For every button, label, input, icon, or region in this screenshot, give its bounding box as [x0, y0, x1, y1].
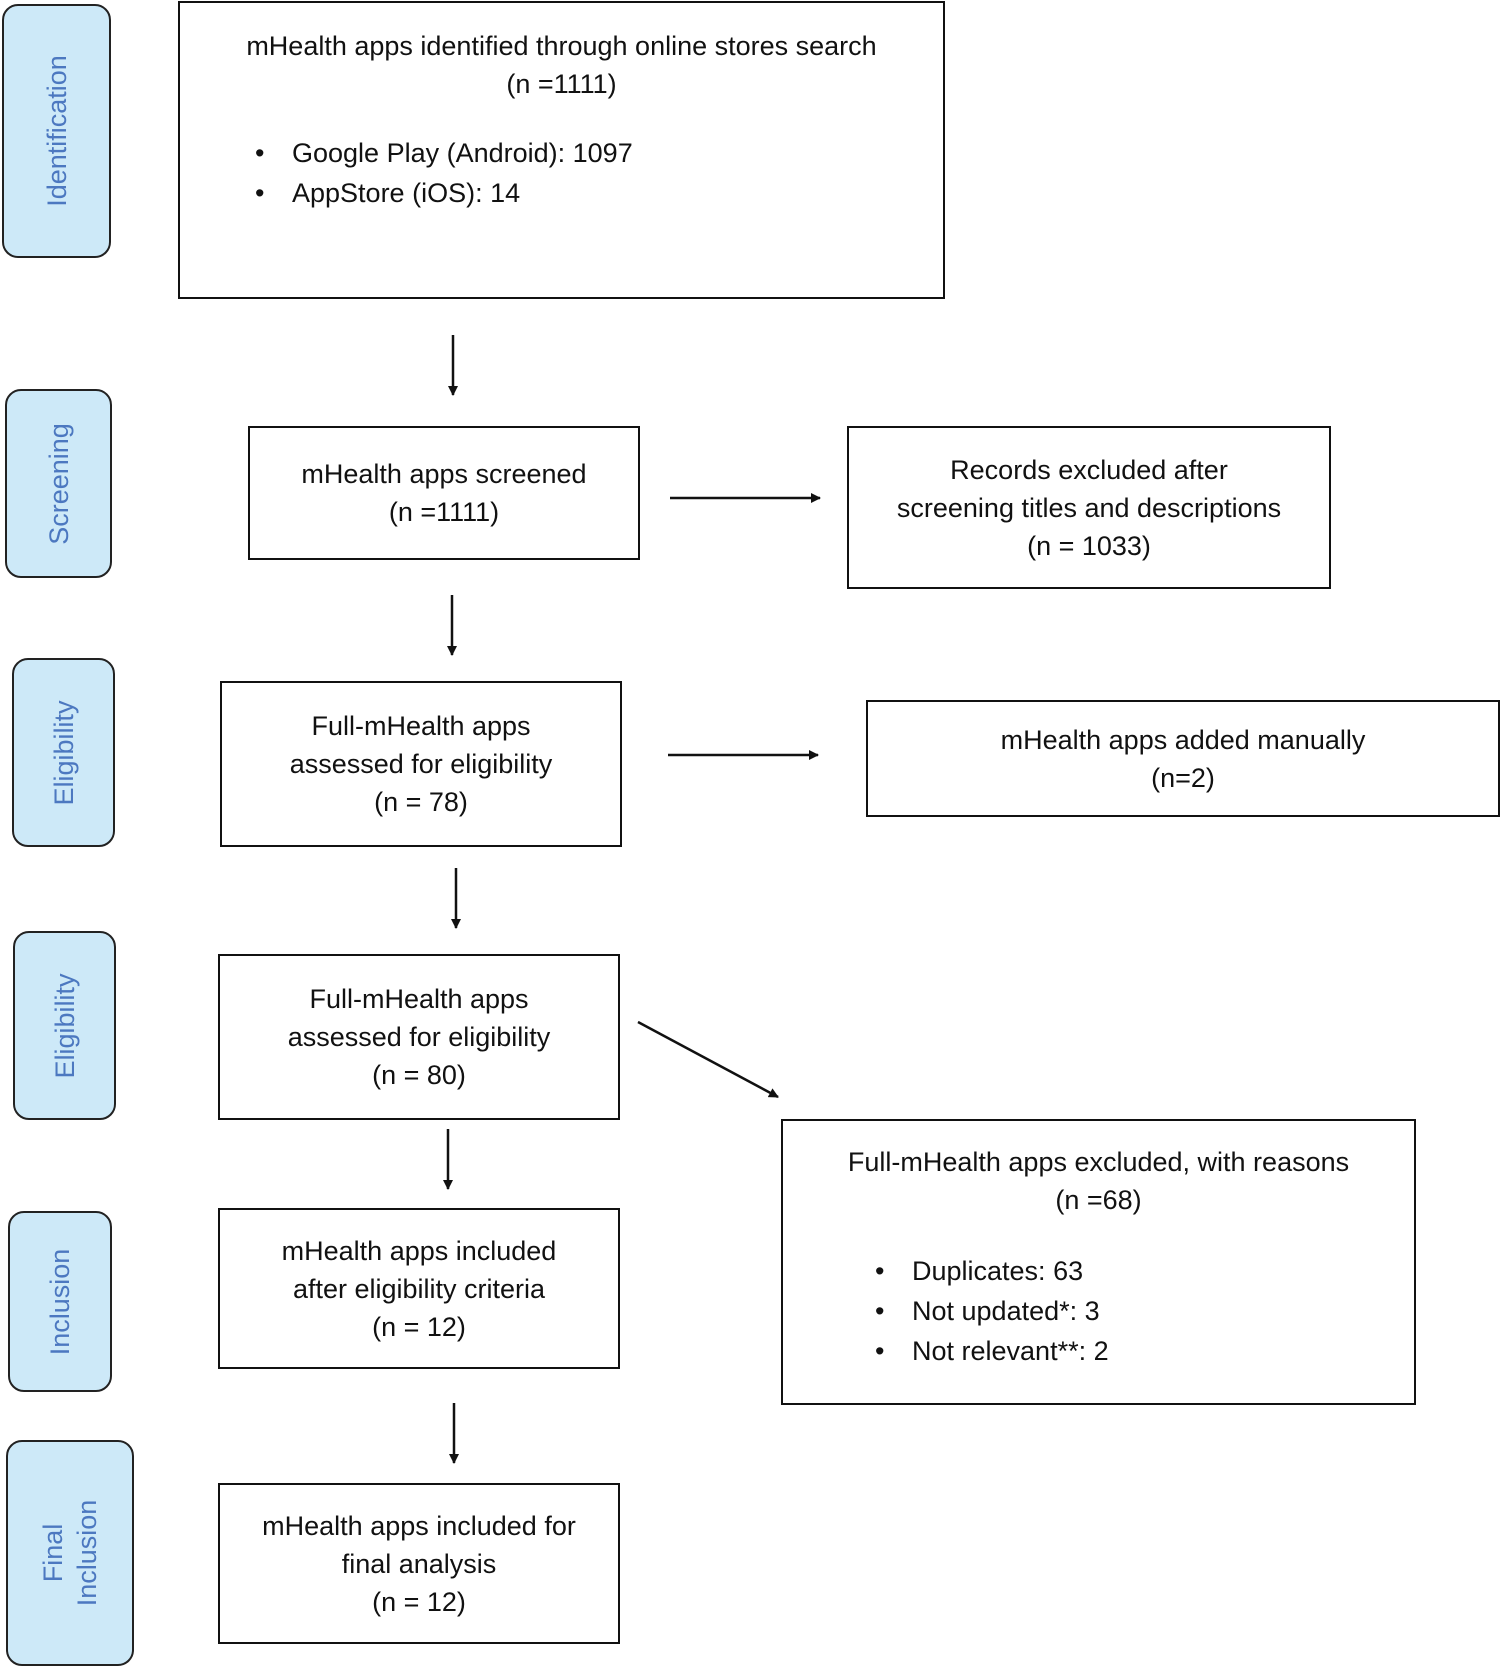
phase-label: Inclusion [45, 1248, 75, 1355]
list-item: Not updated*: 3 [875, 1291, 1109, 1331]
box-line: after eligibility criteria [292, 1273, 546, 1304]
box-count: (n = 1033) [1027, 530, 1151, 561]
box-line: final analysis [341, 1548, 497, 1579]
phase-inclusion: Inclusion [8, 1211, 112, 1392]
phase-eligibility-2: Eligibility [13, 931, 116, 1120]
box-count: (n = 12) [372, 1311, 466, 1342]
box-line: Full-mHealth apps [311, 711, 531, 741]
phase-eligibility-1: Eligibility [12, 658, 115, 847]
box-excluded-reasons: Full-mHealth apps excluded, with reasons… [781, 1119, 1416, 1405]
phase-label: Eligibility [49, 972, 80, 1079]
source-list: Google Play (Android): 1097 AppStore (iO… [255, 133, 633, 213]
box-line: mHealth apps screened [301, 459, 587, 489]
box-line: Full-mHealth apps [309, 984, 529, 1014]
box-assessed-80: Full-mHealth apps assessed for eligibili… [218, 954, 620, 1120]
phase-identification: Identification [2, 4, 111, 258]
box-line: assessed for eligibility [287, 1022, 551, 1052]
box-line: assessed for eligibility [289, 749, 553, 779]
box-final: mHealth apps included for final analysis… [218, 1483, 620, 1644]
box-title: mHealth apps identified through online s… [246, 31, 877, 61]
box-screened: mHealth apps screened (n =1111) [248, 426, 640, 560]
box-count: (n = 78) [374, 787, 468, 817]
box-count: (n =68) [1055, 1185, 1142, 1215]
box-count: (n = 12) [372, 1586, 466, 1617]
reason-list: Duplicates: 63 Not updated*: 3 Not relev… [875, 1251, 1109, 1371]
phase-label: Identification [41, 55, 72, 207]
box-line: Records excluded after [950, 454, 1228, 485]
box-title: Full-mHealth apps excluded, with reasons [847, 1147, 1350, 1177]
list-item: Not relevant**: 2 [875, 1331, 1109, 1371]
box-count: (n=2) [1151, 762, 1215, 793]
box-line: mHealth apps included for [262, 1510, 576, 1541]
box-count: (n =1111) [506, 69, 617, 99]
list-item: Duplicates: 63 [875, 1251, 1109, 1291]
box-included: mHealth apps included after eligibility … [218, 1208, 620, 1369]
phase-label-line2: Inclusion [72, 1499, 102, 1607]
box-count: (n = 80) [372, 1060, 466, 1090]
box-added-manually: mHealth apps added manually (n=2) [866, 700, 1500, 817]
box-assessed-78: Full-mHealth apps assessed for eligibili… [220, 681, 622, 847]
list-item: AppStore (iOS): 14 [255, 173, 633, 213]
box-excluded-screening: Records excluded after screening titles … [847, 426, 1331, 589]
arrow-diagonal [637, 1020, 779, 1099]
box-line: screening titles and descriptions [896, 492, 1282, 523]
phase-final-inclusion: Final Inclusion [6, 1440, 134, 1666]
list-item: Google Play (Android): 1097 [255, 133, 633, 173]
box-line: mHealth apps included [281, 1235, 557, 1266]
phase-label: Eligibility [48, 699, 79, 806]
phase-screening: Screening [5, 389, 112, 578]
box-identified: mHealth apps identified through online s… [178, 1, 945, 299]
box-count: (n =1111) [388, 497, 500, 527]
box-line: mHealth apps added manually [1000, 724, 1366, 755]
phase-label: Screening [43, 422, 74, 545]
phase-label-line1: Final [38, 1523, 68, 1583]
